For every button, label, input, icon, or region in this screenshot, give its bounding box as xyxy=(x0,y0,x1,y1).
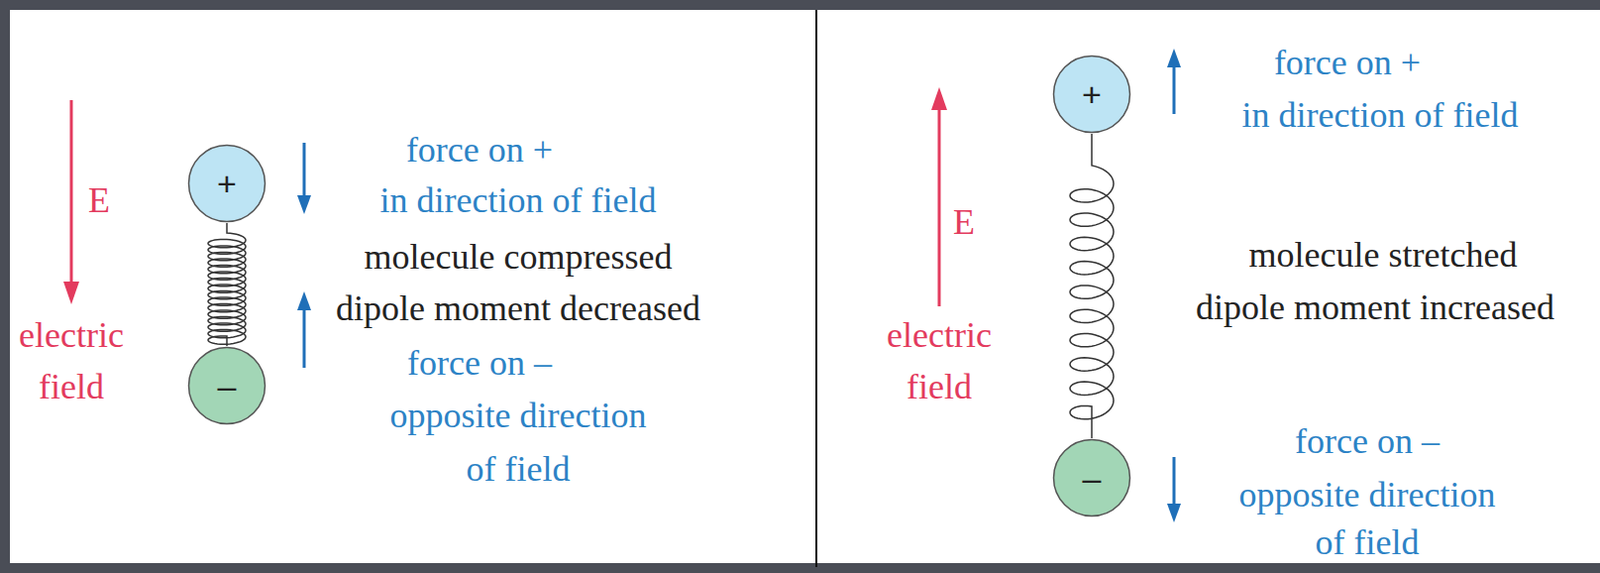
force-arrow xyxy=(1173,65,1176,114)
charge-circle: – xyxy=(1052,437,1132,518)
charge-sign: + xyxy=(1052,54,1132,134)
charge-sign: + xyxy=(187,143,267,223)
charge-circle: + xyxy=(187,143,267,223)
state-label: dipole moment increased xyxy=(1195,286,1555,329)
force-label: of field xyxy=(1315,521,1420,564)
field-label: electric field xyxy=(864,309,1014,413)
force-arrow xyxy=(1173,456,1176,506)
arrow-head xyxy=(63,281,80,305)
state-label: molecule stretched xyxy=(1249,233,1518,277)
divider-line xyxy=(815,9,818,567)
field-label: electric field xyxy=(0,309,146,413)
arrow-head xyxy=(297,195,312,214)
field-arrow xyxy=(70,100,74,288)
force-label: force on + xyxy=(1274,41,1421,85)
force-label: force on + xyxy=(406,128,553,172)
force-label: opposite direction xyxy=(390,394,647,437)
spring-bond xyxy=(1069,133,1114,438)
arrow-head xyxy=(1167,503,1181,523)
force-label: of field xyxy=(466,447,571,491)
spring-bond xyxy=(208,222,246,346)
force-label: force on – xyxy=(407,341,552,385)
charge-sign: – xyxy=(1052,437,1132,518)
force-label: force on – xyxy=(1294,420,1440,463)
panel xyxy=(9,9,1600,563)
field-arrow xyxy=(938,105,942,307)
force-arrow xyxy=(303,307,307,368)
force-label: in direction of field xyxy=(380,179,657,222)
field-symbol: E xyxy=(88,179,110,222)
state-label: molecule compressed xyxy=(364,235,673,279)
charge-circle: + xyxy=(1052,54,1132,134)
force-label: in direction of field xyxy=(1242,94,1519,137)
arrow-head xyxy=(297,291,312,311)
field-symbol: E xyxy=(953,201,975,244)
charge-sign: – xyxy=(187,345,267,426)
arrow-head xyxy=(1167,48,1181,68)
force-arrow xyxy=(303,142,307,199)
force-label: opposite direction xyxy=(1239,473,1496,517)
arrow-head xyxy=(931,87,948,110)
charge-circle: – xyxy=(187,345,267,426)
state-label: dipole moment decreased xyxy=(335,287,701,330)
